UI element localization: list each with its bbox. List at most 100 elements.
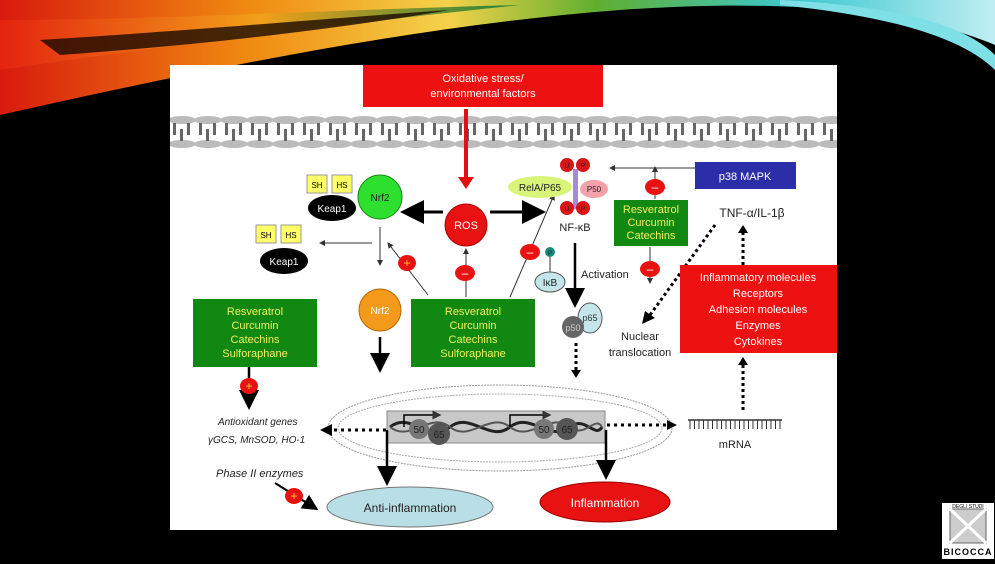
lipid-tail [525,123,528,135]
lipid-tail [518,129,521,141]
lipid-head [792,116,820,124]
compound-left-2: Curcumin [231,320,278,332]
lipid-head [740,116,768,124]
lipid-tail [811,123,814,135]
lipid-tail [648,129,651,141]
oxidative-stress-line1: Oxidative stress/ [442,73,524,85]
compound-center-1: Resveratrol [445,306,501,318]
mrna-arrowhead [667,420,677,430]
keap1-bottom-label: Keap1 [270,257,299,268]
phospho-top [576,158,590,172]
tnf-arrowhead [642,311,655,324]
lipid-tail [303,123,306,135]
compounds-right-box [614,200,688,246]
dna-p50-a [409,419,429,439]
lipid-head [532,140,560,148]
lipid-tail [473,123,476,135]
lipid-head [610,140,638,148]
lipid-tail [570,129,573,141]
mrna-label: mRNA [719,439,752,451]
compound-center-3: Catechins [449,334,498,346]
inflammatory-molecules-box [680,265,837,353]
lipid-tail [674,129,677,141]
lipid-head [688,116,716,124]
lipid-tail [284,129,287,141]
lipid-head [662,140,690,148]
lipid-tail [641,123,644,135]
nrf2-nuclear-label: Nrf2 [371,306,390,317]
lipid-head [402,140,430,148]
p65-free-label: p65 [582,313,597,323]
lipid-tail [830,129,833,141]
p50-node [580,180,608,198]
dna-p65-a-label: 65 [433,430,445,441]
lipid-head [584,140,612,148]
p50-label: P50 [587,185,602,194]
hs-box-top [331,174,353,194]
sh-label-bottom: SH [260,231,271,240]
activation-label: Activation [581,269,629,281]
lipid-tail [388,129,391,141]
compound-left-4: Sulforaphane [222,348,287,360]
dna-p65-b [556,418,578,440]
lipid-head [480,140,508,148]
lipid-tail [667,123,670,135]
lipid-head [688,140,716,148]
lipid-head [506,116,534,124]
lipid-tail [407,123,410,135]
lipid-tail [577,123,580,135]
plus-symbol: + [290,489,297,503]
lipid-tail [681,123,684,135]
lipid-tail [291,123,294,135]
dna-p65-b-label: 65 [561,425,573,436]
anti-inflammation-label: Anti-inflammation [364,501,457,515]
lipid-head [246,116,274,124]
lipid-tail [596,129,599,141]
oxidative-stress-line2: environmental factors [430,88,536,100]
lipid-head [766,140,794,148]
nrf2-active-label: Nrf2 [371,193,390,204]
nfkb-bridge [573,169,578,209]
lipid-tail [180,129,183,141]
ikb-phospho [545,247,555,257]
pathway-figure: Oxidative stress/ environmental factors … [168,65,846,530]
lipid-head [714,116,742,124]
lipid-head [220,116,248,124]
lipid-head [480,116,508,124]
plus-symbol: + [245,379,252,393]
lipid-tail [187,123,190,135]
lipid-tail [745,123,748,135]
ikb-p-label: P [548,251,552,257]
lipid-tail [447,123,450,135]
lipid-tail [355,123,358,135]
keap1-bottom-node [260,248,308,274]
p-label: P [581,163,586,170]
nfkb-inhibitor-marker [520,244,540,260]
p38-mapk-label: p38 MAPK [719,171,772,183]
lipid-tail [733,123,736,135]
lipid-head [740,140,768,148]
p38-mapk-box [695,162,796,189]
lipid-tail [206,129,209,141]
keap1-top-node [308,195,356,221]
nrf2-nuclear-node [358,288,402,332]
inflammation-label: Inflammation [571,496,640,510]
lipid-tail [771,123,774,135]
keap1-top-label: Keap1 [318,204,347,215]
phase2-plus-marker [285,488,303,504]
red-item-1: Inflammatory molecules [700,272,817,284]
lipid-head [818,116,846,124]
lipid-head [792,140,820,148]
logo-top-text: DEGLI STUDI [952,504,983,510]
logo-bottom-text: BICOCCA [944,547,993,557]
red-item-2: Receptors [733,288,784,300]
lipid-tail [785,123,788,135]
red-item-4: Enzymes [735,320,781,332]
lipid-head [506,140,534,148]
lipid-tail [499,123,502,135]
lipid-tail [336,129,339,141]
logo-cross [948,507,988,545]
lipid-head [428,116,456,124]
lipid-tail [778,129,781,141]
lipid-tail [622,129,625,141]
